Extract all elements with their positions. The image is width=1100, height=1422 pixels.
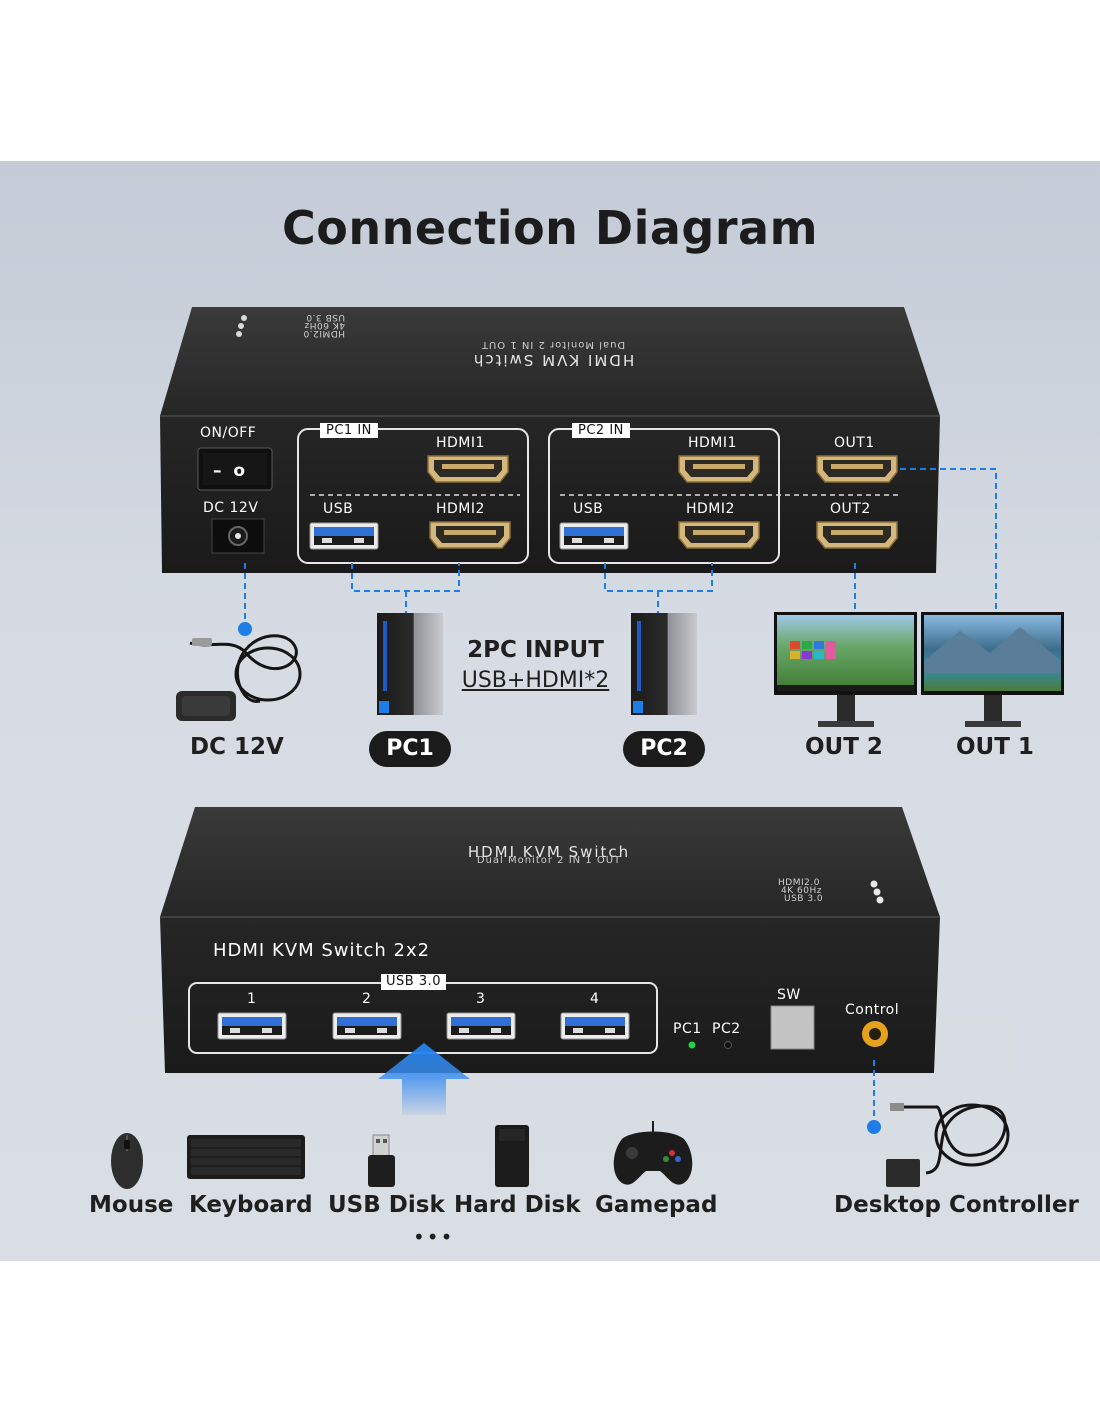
hard-disk-caption: Hard Disk (454, 1192, 581, 1218)
keyboard-icon (187, 1135, 305, 1179)
pc-tower-icon (377, 613, 443, 715)
top-lid-subtitle: Dual Monitor 2 IN 1 OUT (480, 339, 626, 350)
mouse-caption: Mouse (89, 1192, 174, 1218)
out1-port-label: OUT1 (834, 435, 875, 451)
pc2-hdmi1-label: HDMI1 (688, 435, 737, 451)
diagram-panel: Connection Diagram (0, 161, 1100, 1261)
pc1-hdmi2-label: HDMI2 (436, 501, 485, 517)
pc2-pill: PC2 (623, 731, 705, 767)
pc2-hdmi2-label: HDMI2 (686, 501, 735, 517)
bottom-lid-title: HDMI KVM Switch (467, 843, 631, 861)
desktop-controller-caption: Desktop Controller (834, 1192, 1079, 1218)
more-indicator: ••• (413, 1225, 455, 1249)
gamepad-caption: Gamepad (595, 1192, 718, 1218)
control-label: Control (845, 1002, 900, 1018)
keyboard-caption: Keyboard (189, 1192, 313, 1218)
bottom-lid-spec-1: HDMI2.0 (778, 878, 820, 888)
on-off-label: ON/OFF (200, 425, 257, 441)
desktop-controller-icon (886, 1103, 1010, 1187)
pc2-usb-label: USB (573, 501, 604, 517)
pc1-in-label: PC1 IN (320, 423, 378, 438)
pc1-led-label: PC1 (673, 1021, 702, 1037)
usb30-label: USB 3.0 (381, 974, 446, 990)
monitor-icon (921, 612, 1064, 727)
out2-caption: OUT 2 (805, 734, 883, 760)
usb-port-1-label: 1 (247, 991, 257, 1007)
pc2-led-label: PC2 (712, 1021, 741, 1037)
out1-caption: OUT 1 (956, 734, 1034, 760)
gamepad-icon (613, 1121, 693, 1185)
monitor-icon (774, 612, 917, 727)
page-title: Connection Diagram (281, 201, 819, 255)
pc1-hdmi1-label: HDMI1 (436, 435, 485, 451)
bottom-kvm-device (160, 807, 940, 1073)
out2-port-label: OUT2 (830, 501, 871, 517)
sw-label: SW (777, 987, 801, 1003)
top-lid-title: HDMI KVM Switch (471, 351, 635, 369)
bottom-lid-spec-3: USB 3.0 (784, 894, 824, 904)
input-line1: 2PC INPUT (467, 637, 604, 663)
bottom-lid-subtitle: Dual Monitor 2 IN 1 OUT (476, 855, 622, 866)
usb-port-3-label: 3 (476, 991, 486, 1007)
power-adapter-icon (176, 634, 302, 721)
top-lid-spec-1: HDMI2.0 (303, 328, 345, 338)
input-line2: USB+HDMI*2 (461, 668, 610, 693)
top-kvm-device (160, 307, 940, 573)
dc-12v-caption: DC 12V (190, 734, 284, 760)
usb-port-2-label: 2 (362, 991, 372, 1007)
mouse-icon (111, 1133, 143, 1189)
dc-12v-label: DC 12V (203, 500, 259, 516)
pc2-in-label: PC2 IN (572, 423, 630, 438)
usb-port-4-label: 4 (590, 991, 600, 1007)
hard-disk-icon (495, 1125, 529, 1187)
arrow-up-icon (378, 1043, 470, 1115)
usb-drive-icon (368, 1134, 395, 1187)
rocker-switch-icon: – o (213, 461, 249, 481)
pc1-usb-label: USB (323, 501, 354, 517)
bottom-lid-spec-2: 4K 60Hz (781, 886, 822, 896)
pc1-pill: PC1 (369, 731, 451, 767)
usb-disk-caption: USB Disk (328, 1192, 445, 1218)
diagram-artwork (111, 307, 1064, 1189)
front-title: HDMI KVM Switch 2x2 (213, 940, 431, 961)
pc-tower-icon (631, 613, 697, 715)
